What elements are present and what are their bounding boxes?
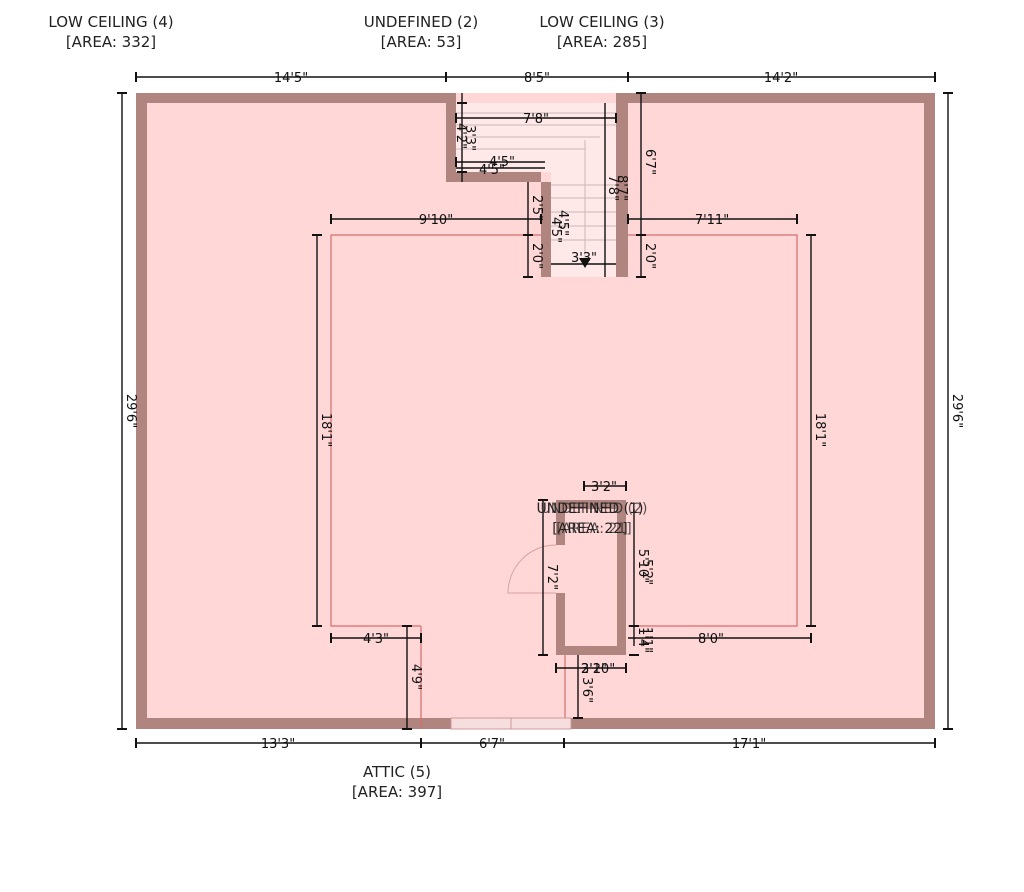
dim-stair-v9: 8'7" — [614, 175, 629, 201]
dim-bottom-inner-v: 4'9" — [408, 664, 423, 690]
room-area-undefined-center-b: [AREA: 21] — [556, 521, 631, 537]
dim-left-height: 29'6" — [123, 394, 138, 428]
room-area-low-ceiling-3: [AREA: 285] — [557, 33, 647, 51]
dim-bottom-mid: 6'7" — [479, 737, 505, 752]
dim-top-mid: 8'5" — [524, 71, 550, 86]
dim-top-left: 14'5" — [274, 71, 308, 86]
closet-floor — [565, 509, 617, 646]
stair-arrow-icon — [579, 258, 591, 268]
dim-top-right: 14'2" — [764, 71, 798, 86]
dim-right-height: 29'6" — [949, 394, 964, 428]
dim-stair-small: 3'3" — [571, 251, 597, 266]
closet-door-swing — [507, 544, 557, 594]
dim-stair-v3: 2'5" — [529, 195, 544, 221]
dim-stair-v8: 7'8" — [605, 175, 620, 201]
dim-inner-top-right: 7'11" — [695, 213, 729, 228]
stair-wall-right — [616, 93, 628, 277]
room-label-undefined-center-a: UNDEFINED (1) — [537, 501, 644, 517]
dim-closet-right2: 5'2" — [639, 559, 654, 585]
stair-opening — [446, 93, 628, 105]
dim-closet-bottom2: 2'10" — [581, 662, 615, 677]
dim-bottom-inner-right: 8'0" — [698, 632, 724, 647]
dim-stair-b: 4'5" — [479, 163, 505, 178]
dimension-lines — [117, 72, 953, 748]
dim-stair-v6: 2'0" — [642, 243, 657, 269]
dim-closet-small2: 1'1" — [639, 627, 654, 653]
dim-stair-v2: 4'2" — [453, 123, 468, 149]
room-area-attic-5: [AREA: 397] — [352, 783, 442, 801]
dim-stair-top: 7'8" — [523, 112, 549, 127]
dim-inner-left-h: 18'1" — [318, 413, 333, 447]
dim-closet-left: 7'2" — [544, 564, 559, 590]
dim-stair-small2: 4'5" — [548, 217, 563, 243]
closet-door-gap — [556, 545, 565, 593]
room-area-low-ceiling-4: [AREA: 332] — [66, 33, 156, 51]
dim-closet-bottom: 3'2" — [581, 662, 607, 677]
dim-stair-a: 4'5" — [489, 155, 515, 170]
room-label-low-ceiling-3: LOW CEILING (3) — [539, 13, 664, 31]
dim-bottom-right: 17'1" — [732, 737, 766, 752]
dim-closet-right: 5'10" — [635, 549, 650, 583]
room-label-undefined-center-b: UNDEFINED (2) — [541, 501, 648, 517]
dim-stair-v5: 2'0" — [529, 243, 544, 269]
room-label-undefined-2: UNDEFINED (2) — [364, 13, 479, 31]
room-label-attic-5: ATTIC (5) — [363, 763, 431, 781]
dim-stair-v7: 6'7" — [642, 149, 657, 175]
room-area-undefined-2: [AREA: 53] — [381, 33, 462, 51]
dim-bottom-inner-left: 4'3" — [363, 632, 389, 647]
dim-inner-top-left: 9'10" — [419, 213, 453, 228]
dim-stair-v4: 4'5" — [555, 210, 570, 236]
dim-closet-top: 3'2" — [591, 480, 617, 495]
room-area-undefined-center-a: [AREA: 22] — [552, 521, 627, 537]
dim-closet-small: 1'4" — [635, 627, 650, 653]
dim-inner-right-h: 18'1" — [812, 413, 827, 447]
room-label-low-ceiling-4: LOW CEILING (4) — [48, 13, 173, 31]
dim-bottom-left: 13'3" — [261, 737, 295, 752]
floor-area — [147, 103, 924, 718]
dim-stair-v1: 3'3" — [462, 125, 477, 151]
dim-bottom-door-v: 3'6" — [579, 677, 594, 703]
